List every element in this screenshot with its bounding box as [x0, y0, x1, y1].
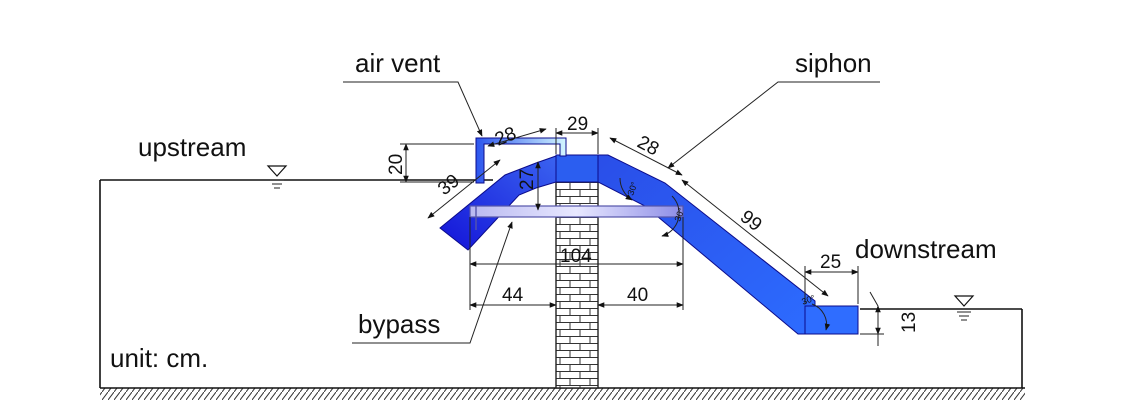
dim-outlet-bend: 28	[634, 132, 663, 160]
bypass-pipe	[469, 205, 684, 218]
dim-total-span: 104	[560, 246, 592, 267]
water-level-upstream-icon	[266, 165, 288, 189]
ground	[100, 387, 1025, 400]
dim-inlet-leg: 39	[434, 170, 464, 200]
angle-bottom: 30°	[800, 293, 817, 307]
siphon-crest	[555, 154, 599, 183]
flume-walls	[99, 179, 1023, 388]
bypass-label: bypass	[358, 309, 440, 339]
downstream-label: downstream	[855, 234, 997, 264]
dim-vent-length: 28	[492, 123, 519, 150]
dim-right-span: 40	[627, 285, 648, 306]
air-vent-label: air vent	[355, 48, 441, 78]
unit-label: unit: cm.	[110, 343, 208, 373]
siphon-tail	[804, 305, 859, 335]
dim-top-width: 29	[567, 114, 588, 135]
siphon-inlet-leg	[439, 155, 557, 251]
siphon-label: siphon	[795, 48, 872, 78]
dim-downstream-tail: 25	[820, 252, 841, 273]
angle-right: 30°	[672, 206, 686, 223]
dim-vent-height: 20	[386, 154, 407, 175]
dim-downstream-depth: 13	[899, 312, 920, 333]
siphon-pipe	[439, 154, 859, 335]
dim-outlet-leg: 99	[736, 206, 766, 236]
dimension-lines	[400, 128, 884, 346]
dim-left-span: 44	[502, 285, 524, 306]
angle-left: 30°	[625, 180, 639, 197]
dim-crest-height: 27	[517, 169, 538, 190]
upstream-label: upstream	[138, 132, 246, 162]
brick-wall	[555, 159, 599, 389]
water-level-downstream-icon	[953, 295, 975, 321]
